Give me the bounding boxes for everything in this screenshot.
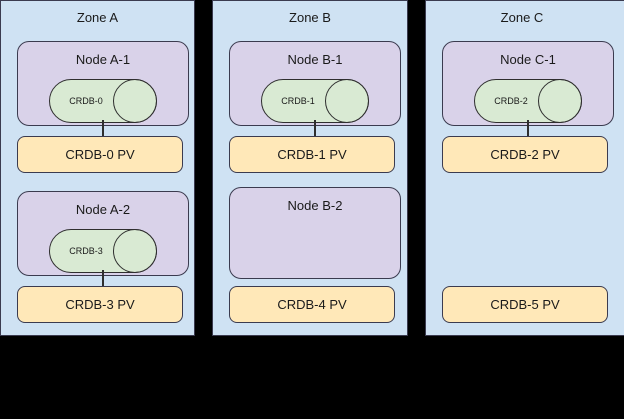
node-title-a-1: Node A-1 (75, 52, 131, 67)
cylinder-cap (325, 79, 369, 123)
cylinder-label-crdb-2: CRDB-2 (494, 96, 528, 106)
pv-box-crdb-1[interactable]: CRDB-1 PV (229, 136, 395, 173)
pv-box-crdb-3[interactable]: CRDB-3 PV (17, 286, 183, 323)
pv-label-crdb-1: CRDB-1 PV (277, 146, 347, 162)
zone-title-b: Zone B (289, 10, 331, 25)
connector-node-a-1-to-pv (102, 120, 104, 136)
node-box-a-1[interactable]: Node A-1 CRDB-0 (17, 41, 189, 126)
pv-box-crdb-5[interactable]: CRDB-5 PV (442, 286, 608, 323)
pv-box-crdb-0[interactable]: CRDB-0 PV (17, 136, 183, 173)
zone-title-c: Zone C (500, 10, 544, 25)
cylinder-database-icon-crdb-3[interactable]: CRDB-3 (49, 229, 157, 273)
cylinder-label-crdb-1: CRDB-1 (281, 96, 315, 106)
pv-label-crdb-4: CRDB-4 PV (277, 296, 347, 312)
cylinder-database-icon-crdb-2[interactable]: CRDB-2 (474, 79, 582, 123)
zone-container-a: Zone A Node A-1 CRDB-0 CRDB-0 PV Node A-… (0, 0, 195, 336)
connector-node-a-2-to-pv (102, 270, 104, 286)
cylinder-cap (538, 79, 582, 123)
cylinder-cap (113, 229, 157, 273)
node-title-a-2: Node A-2 (75, 202, 131, 217)
node-box-a-2[interactable]: Node A-2 CRDB-3 (17, 191, 189, 276)
node-box-b-1[interactable]: Node B-1 CRDB-1 (229, 41, 401, 126)
connector-node-c-1-to-pv (527, 120, 529, 136)
pv-label-crdb-5: CRDB-5 PV (490, 296, 560, 312)
cylinder-label-crdb-3: CRDB-3 (69, 246, 103, 256)
cylinder-database-icon-crdb-1[interactable]: CRDB-1 (261, 79, 369, 123)
node-box-b-2[interactable]: Node B-2 (229, 187, 401, 279)
cylinder-database-icon-crdb-0[interactable]: CRDB-0 (49, 79, 157, 123)
pv-label-crdb-0: CRDB-0 PV (65, 146, 135, 162)
pv-label-crdb-3: CRDB-3 PV (65, 296, 135, 312)
node-title-b-1: Node B-1 (287, 52, 343, 67)
cylinder-label-crdb-0: CRDB-0 (69, 96, 103, 106)
cylinder-cap (113, 79, 157, 123)
zone-container-c: Zone C Node C-1 CRDB-2 CRDB-2 PV CRDB-5 … (425, 0, 624, 336)
node-title-b-2: Node B-2 (287, 198, 343, 213)
zone-container-b: Zone B Node B-1 CRDB-1 CRDB-1 PV Node B-… (212, 0, 408, 336)
connector-node-b-1-to-pv (314, 120, 316, 136)
node-box-c-1[interactable]: Node C-1 CRDB-2 (442, 41, 614, 126)
pv-box-crdb-4[interactable]: CRDB-4 PV (229, 286, 395, 323)
pv-box-crdb-2[interactable]: CRDB-2 PV (442, 136, 608, 173)
node-title-c-1: Node C-1 (500, 52, 556, 67)
pv-label-crdb-2: CRDB-2 PV (490, 146, 560, 162)
zone-title-a: Zone A (76, 10, 119, 25)
